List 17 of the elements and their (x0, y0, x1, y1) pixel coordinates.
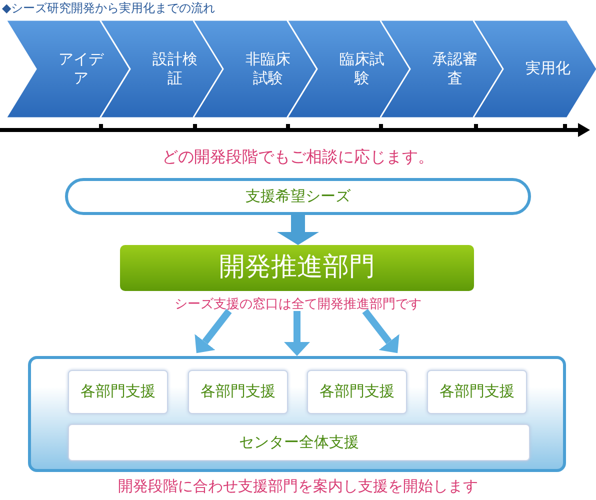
container-panel (28, 356, 566, 472)
chevron-step: アイデア (6, 20, 130, 118)
support-box: 各部門支援 (427, 370, 527, 414)
arrow (194, 308, 232, 354)
support-box: センター全体支援 (68, 424, 530, 461)
note-text: シーズ支援の窓口は全て開発推進部門です (174, 296, 422, 313)
department-box: 開発推進部門 (120, 245, 474, 291)
rounded-box: 支援希望シーズ (65, 178, 531, 215)
arrow (362, 308, 400, 354)
support-box: 各部門支援 (307, 370, 407, 414)
arrow (277, 215, 319, 245)
arrow (284, 311, 310, 356)
note-text: 開発段階に合わせ支援部門を案内し支援を開始します (117, 477, 479, 496)
support-box: 各部門支援 (68, 370, 168, 414)
support-box: 各部門支援 (188, 370, 288, 414)
note-text: どの開発段階でもご相談に応じます。 (161, 147, 435, 168)
title: ◆シーズ研究開発から実用化までの流れ (2, 0, 216, 17)
